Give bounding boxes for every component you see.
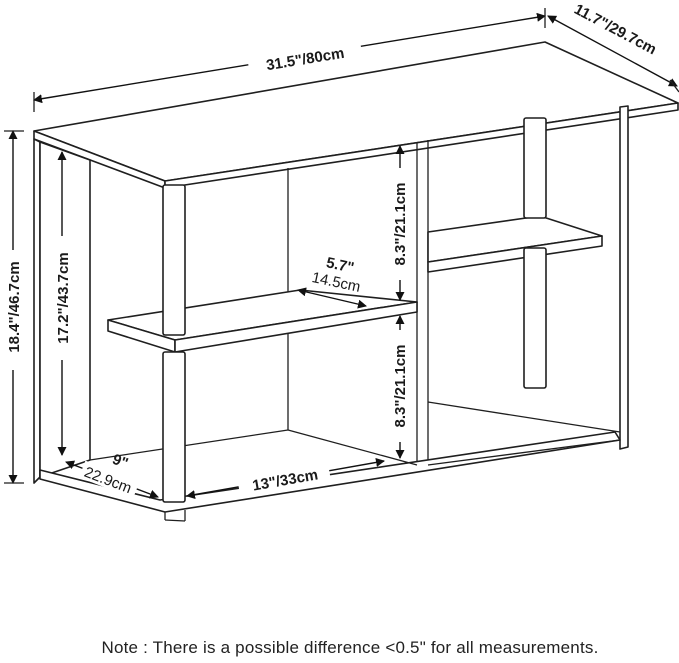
front-post-lower xyxy=(162,351,186,503)
bottom-panel xyxy=(39,431,621,513)
bottom-depth-inch-label: 9" xyxy=(110,451,131,472)
measurement-note: Note : There is a possible difference <0… xyxy=(101,638,599,657)
dimension-labels: 31.5"/80cm 11.7"/29.7cm 18.4"/46.7cm 17.… xyxy=(4,0,669,499)
left-side-panel xyxy=(33,138,41,484)
inner-height-label: 17.2"/43.7cm xyxy=(55,252,72,343)
total-height-label: 18.4"/46.7cm xyxy=(6,261,23,352)
shelf-depth-inch-label: 5.7" xyxy=(325,254,356,276)
top-panel xyxy=(33,41,679,182)
back-post-lower xyxy=(523,247,547,389)
front-post-upper xyxy=(162,184,186,336)
upper-opening-label: 8.3"/21.1cm xyxy=(392,182,409,265)
right-side-panel xyxy=(619,105,629,450)
back-post-upper xyxy=(523,117,547,219)
depth-label: 11.7"/29.7cm xyxy=(571,1,659,59)
lower-opening-label: 8.3"/21.1cm xyxy=(392,344,409,427)
